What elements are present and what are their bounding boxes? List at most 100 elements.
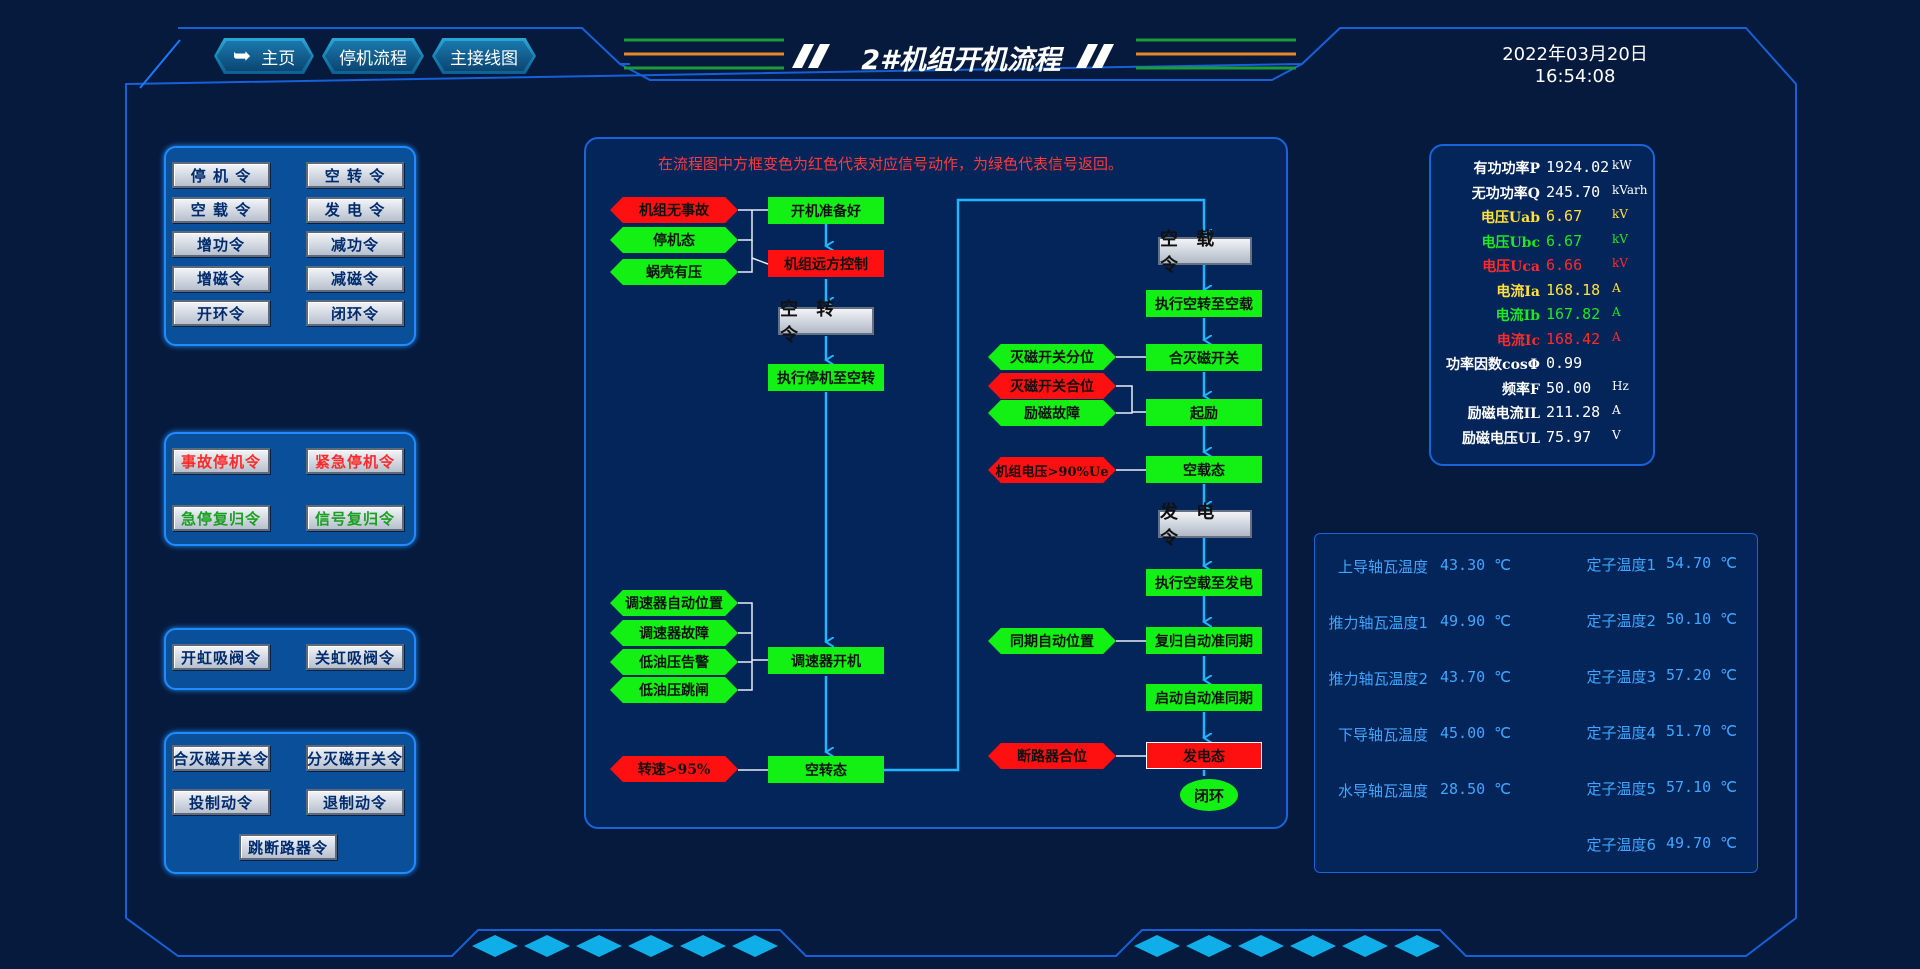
fmk-closed-condition: 灭磁开关合位 (988, 373, 1116, 399)
closed-loop-indicator: 闭环 (1180, 779, 1238, 811)
temp-right-value: 57.20 ℃ (1666, 666, 1738, 684)
temp-left-value: 43.70 ℃ (1440, 668, 1512, 686)
panel2-cmd-2[interactable]: 急停复归令 (172, 505, 270, 531)
main-wiring-tab[interactable]: 主接线图 (432, 38, 536, 74)
temp-right-label: 定子温度2 (1586, 612, 1656, 630)
meter-label: 励磁电流IL (1467, 406, 1540, 422)
remote-control-box: 机组远方控制 (768, 250, 884, 277)
diamond-decoration (1186, 935, 1232, 957)
meter-unit: A (1612, 280, 1621, 295)
temperature-panel (1314, 533, 1758, 873)
governor-fault-condition: 调速器故障 (610, 620, 738, 646)
panel2-cmd-1[interactable]: 紧急停机令 (306, 448, 404, 474)
speed-condition: 转速>95% (610, 756, 738, 782)
panel1-cmd-0[interactable]: 停 机 令 (172, 162, 270, 188)
meter-label: 电压Ubc (1481, 234, 1540, 251)
diamond-decoration (628, 935, 674, 957)
panel4-cmd-0[interactable]: 合灭磁开关令 (172, 745, 270, 771)
start-ready-box: 开机准备好 (768, 197, 884, 224)
panel1-cmd-4[interactable]: 增功令 (172, 231, 270, 257)
diamond-decoration (1342, 935, 1388, 957)
low-oil-alarm-condition: 低油压告警 (610, 649, 738, 675)
gen-state-box: 发电态 (1146, 742, 1262, 769)
meter-label: 无功功率Q (1471, 185, 1540, 202)
diamond-decoration (1290, 935, 1336, 957)
diamond-decoration (680, 935, 726, 957)
noload-state-box: 空载态 (1146, 456, 1262, 483)
meter-value: 0.99 (1546, 354, 1583, 372)
meter-row: 电流Ia 168.18 A (1430, 281, 1650, 301)
panel2-cmd-3[interactable]: 信号复归令 (306, 505, 404, 531)
home-button[interactable]: ➥ 主页 (214, 38, 314, 74)
meter-value: 168.18 (1546, 280, 1601, 299)
panel1-cmd-6[interactable]: 增磁令 (172, 265, 270, 292)
panel1-cmd-1[interactable]: 空 转 令 (306, 162, 404, 188)
meter-value: 6.67 (1546, 231, 1583, 250)
meter-value: 245.70 (1546, 182, 1601, 201)
stop-flow-tab[interactable]: 停机流程 (322, 38, 424, 74)
diamond-decoration (524, 935, 570, 957)
panel1-cmd-7[interactable]: 减磁令 (306, 265, 404, 292)
temp-right-value: 49.70 ℃ (1666, 834, 1738, 852)
temp-right-value: 54.70 ℃ (1666, 554, 1738, 572)
meter-unit: kV (1612, 256, 1628, 270)
panel2-cmd-0[interactable]: 事故停机令 (172, 448, 270, 474)
panel1-cmd-9[interactable]: 闭环令 (306, 300, 404, 326)
meter-label: 电流Ia (1496, 283, 1540, 300)
electrical-meter-panel (1429, 144, 1655, 466)
panel3-cmd-0[interactable]: 开虹吸阀令 (172, 644, 270, 670)
panel4-cmd-2[interactable]: 投制动令 (172, 789, 270, 815)
start-sync-box: 启动自动准同期 (1146, 684, 1262, 711)
governor-auto-condition: 调速器自动位置 (610, 590, 738, 616)
meter-label: 电压Uab (1480, 210, 1540, 226)
exec-idle-to-noload-box: 执行空转至空载 (1146, 290, 1262, 317)
meter-unit: kV (1612, 207, 1628, 221)
temp-left-label: 水导轴瓦温度 (1337, 782, 1428, 800)
temp-right-value: 57.10 ℃ (1666, 778, 1738, 796)
idle-command-box: 空 转 令 (778, 299, 874, 346)
meter-label: 电流Ib (1495, 308, 1540, 324)
generate-command-box: 发 电 令 (1158, 502, 1252, 549)
fmk-open-condition: 灭磁开关分位 (988, 344, 1116, 370)
panel1-cmd-5[interactable]: 减功令 (306, 231, 404, 257)
panel4-cmd-3[interactable]: 退制动令 (306, 789, 404, 815)
panel4-cmd-1[interactable]: 分灭磁开关令 (306, 745, 404, 771)
temp-left-value: 49.90 ℃ (1440, 612, 1512, 630)
meter-unit: Hz (1612, 378, 1629, 393)
panel1-cmd-3[interactable]: 发 电 令 (306, 196, 404, 223)
temp-left-value: 43.30 ℃ (1440, 556, 1512, 574)
close-fmk-box: 合灭磁开关 (1146, 344, 1262, 371)
meter-label: 有功功率P (1473, 161, 1540, 177)
page-title: 2#机组开机流程 (861, 45, 1061, 76)
meter-value: 75.97 (1546, 427, 1592, 446)
panel4-cmd-4[interactable]: 跳断路器令 (239, 834, 337, 860)
low-oil-trip-condition: 低油压跳闸 (610, 677, 738, 703)
meter-value: 6.66 (1546, 256, 1583, 274)
meter-unit: A (1612, 329, 1621, 344)
meter-label: 电流Ic (1496, 332, 1540, 349)
stopped-state-condition: 停机态 (610, 227, 738, 253)
panel1-cmd-8[interactable]: 开环令 (172, 300, 270, 326)
panel3-cmd-1[interactable]: 关虹吸阀令 (306, 644, 404, 670)
temp-left-label: 推力轴瓦温度1 (1328, 614, 1428, 632)
temp-left-label: 下导轴瓦温度 (1337, 726, 1428, 744)
sync-auto-condition: 同期自动位置 (988, 628, 1116, 654)
meter-label: 励磁电压UL (1461, 430, 1540, 447)
meter-label: 功率因数cosΦ (1446, 357, 1540, 373)
temp-left-value: 28.50 ℃ (1440, 780, 1512, 798)
idle-state-box: 空转态 (768, 756, 884, 783)
meter-row: 功率因数cosΦ 0.99 (1430, 354, 1650, 374)
temp-right-label: 定子温度5 (1586, 780, 1656, 798)
temp-right-label: 定子温度4 (1586, 724, 1656, 742)
meter-value: 168.42 (1546, 329, 1601, 348)
panel1-cmd-2[interactable]: 空 载 令 (172, 196, 270, 223)
breaker-closed-condition: 断路器合位 (988, 743, 1116, 769)
temp-right-label: 定子温度3 (1586, 668, 1656, 686)
